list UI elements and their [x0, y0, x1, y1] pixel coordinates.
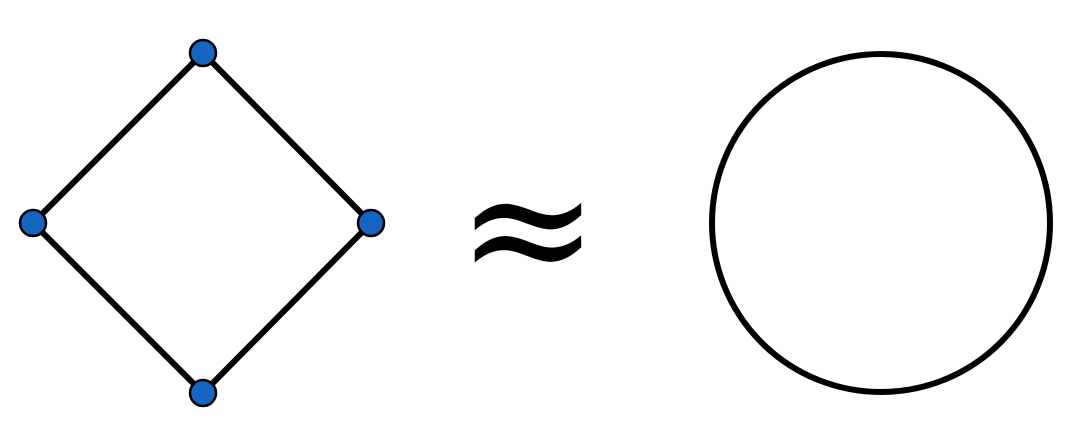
vertex-top [188, 38, 218, 68]
edge-top-right [200, 50, 374, 226]
vertex-bottom [188, 378, 218, 408]
edge-bottom-left [30, 220, 206, 396]
edge-left-top [30, 50, 206, 226]
cycle-graph [18, 38, 386, 408]
approx-symbol: ≈ [457, 129, 599, 327]
vertex-left [18, 208, 48, 238]
circle-figure [709, 51, 1053, 395]
vertex-right [356, 208, 386, 238]
edge-right-bottom [200, 220, 374, 396]
